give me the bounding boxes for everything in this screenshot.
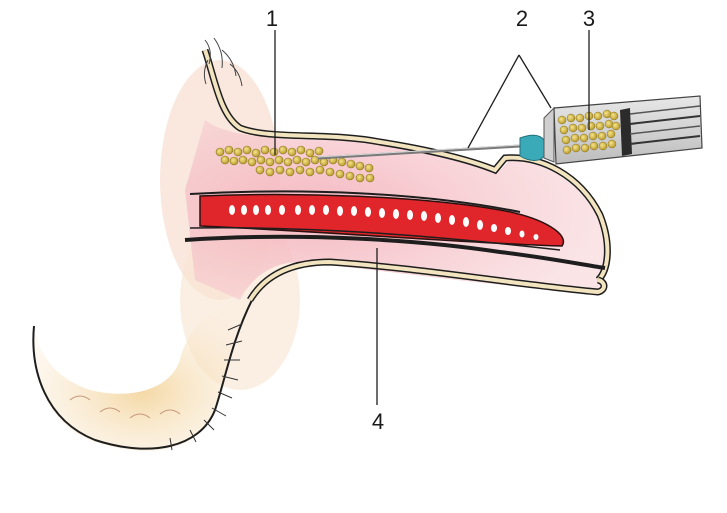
leader-lines bbox=[274, 30, 590, 405]
label-2-needle: 2 bbox=[515, 6, 529, 31]
sinusoid-spaces bbox=[229, 205, 539, 240]
corpus-cavernosum bbox=[184, 190, 606, 270]
label-4-urethra: 4 bbox=[371, 409, 385, 434]
label-3-syringe: 3 bbox=[582, 6, 596, 31]
syringe bbox=[317, 95, 703, 165]
label-1-fat-graft: 1 bbox=[265, 6, 279, 31]
fat-graft bbox=[215, 145, 375, 183]
